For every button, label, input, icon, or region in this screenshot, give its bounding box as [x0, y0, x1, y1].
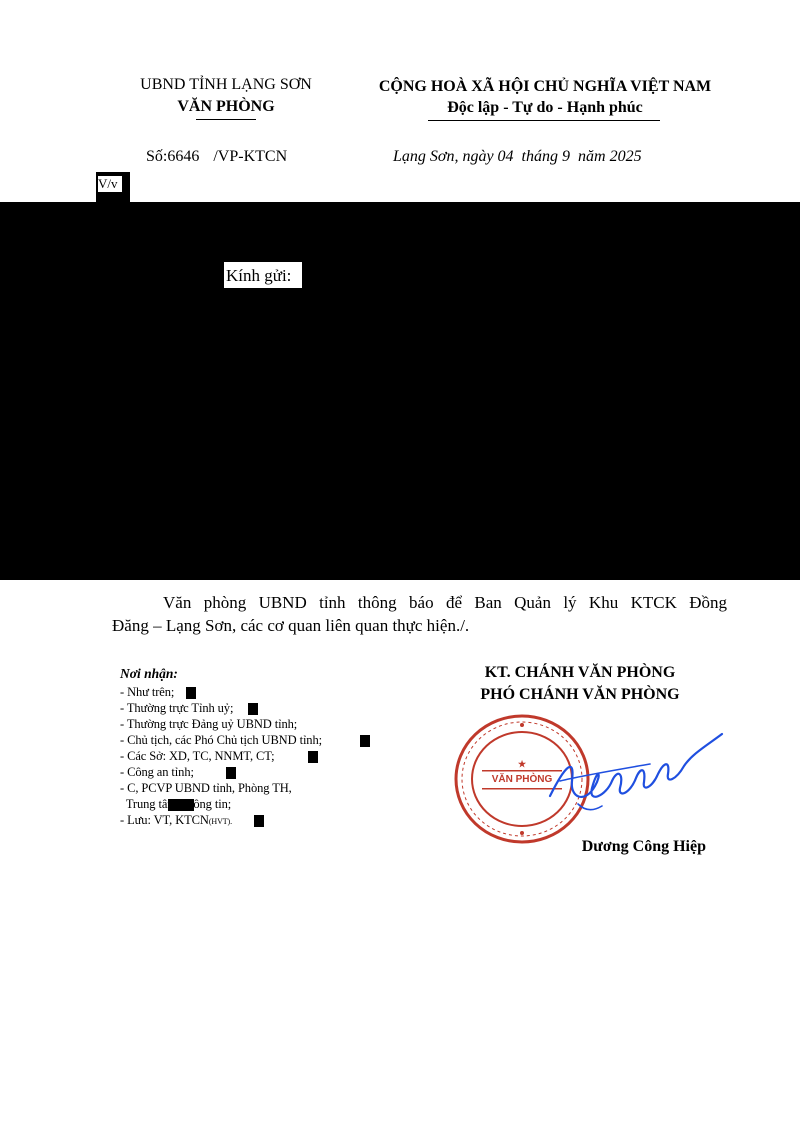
- handwritten-signature: [548, 732, 724, 811]
- addressee-area: [224, 262, 302, 288]
- recipient-archive-suffix: (HVT).: [208, 817, 233, 826]
- header-area: [0, 0, 800, 172]
- date-year-label: năm: [578, 148, 606, 165]
- number-prefix: Số:: [146, 148, 168, 165]
- redaction-mark: [186, 687, 196, 699]
- org-underline: [196, 119, 256, 120]
- nation-line-2: Độc lập - Tự do - Hạnh phúc: [447, 99, 643, 116]
- org-line-1: UBND TỈNH LẠNG SƠN: [140, 76, 312, 93]
- recipient-item: - Như trên;: [120, 685, 175, 699]
- svg-text:★: ★: [518, 759, 527, 769]
- stamp-center-text: VĂN PHÒNG: [492, 772, 553, 785]
- date-year: 2025: [609, 148, 642, 165]
- redaction-mark: [254, 815, 264, 827]
- date-month: 9: [562, 148, 570, 165]
- recipient-item: - Các Sở: XD, TC, NNMT, CT;: [120, 749, 275, 763]
- body-paragraph-line-1: Văn phòng UBND tỉnh thông báo để Ban Quả…: [163, 593, 727, 612]
- number-value: 6646: [167, 148, 200, 165]
- nation-line-1: CỘNG HOÀ XÃ HỘI CHỦ NGHĨA VIỆT NAM: [378, 78, 712, 95]
- recipients-title: Nơi nhận:: [120, 666, 178, 681]
- redaction-mark: [308, 751, 318, 763]
- recipient-archive: - Lưu: VT, KTCN: [120, 813, 209, 827]
- subject-area: [0, 172, 96, 202]
- recipient-item: - Chủ tịch, các Phó Chủ tịch UBND tỉnh;: [120, 733, 322, 747]
- body-left-notch: [0, 580, 800, 590]
- redaction-mark: [168, 799, 194, 811]
- redaction-mark: [360, 735, 370, 747]
- number-suffix: /VP-KTCN: [213, 148, 288, 165]
- recipient-item: - Thường trực Tỉnh uỷ;: [120, 701, 234, 715]
- date-day: 04: [497, 148, 514, 165]
- recipient-item: - Thường trực Đảng uỷ UBND tỉnh;: [120, 717, 298, 731]
- body-paragraph-line-2: Đăng – Lạng Sơn, các cơ quan liên quan t…: [112, 616, 470, 635]
- recipient-item: - C, PCVP UBND tỉnh, Phòng TH,: [120, 781, 292, 795]
- redaction-mark: [248, 703, 258, 715]
- nation-underline: [428, 120, 660, 121]
- official-stamp: ★ VĂN PHÒNG: [454, 714, 590, 844]
- document-number: Số:6646/VP-KTCN: [146, 148, 287, 166]
- subject-label: V/v: [98, 176, 122, 192]
- addressee-label: Kính gửi:: [226, 266, 292, 285]
- recipients-list: - Như trên; - Thường trực Tỉnh uỷ; - Thư…: [120, 684, 400, 844]
- subject-right-area: [130, 172, 800, 202]
- body-lower-area: [0, 588, 800, 1132]
- recipient-item: - Công an tỉnh;: [120, 765, 194, 779]
- signature-title-2: PHÓ CHÁNH VĂN PHÒNG: [480, 686, 680, 703]
- redaction-mark: [226, 767, 236, 779]
- date-location: Lạng Sơn, ngày: [393, 148, 494, 165]
- date-line: Lạng Sơn, ngày 04 tháng 9 năm 2025: [393, 148, 642, 166]
- signature-title-1: KT. CHÁNH VĂN PHÒNG: [484, 664, 676, 681]
- org-line-2: VĂN PHÒNG: [177, 98, 275, 115]
- date-month-label: tháng: [521, 148, 558, 165]
- recipient-item: - Lưu: VT, KTCN(HVT).: [120, 812, 232, 830]
- signer-name: Dương Công Hiệp: [581, 838, 706, 855]
